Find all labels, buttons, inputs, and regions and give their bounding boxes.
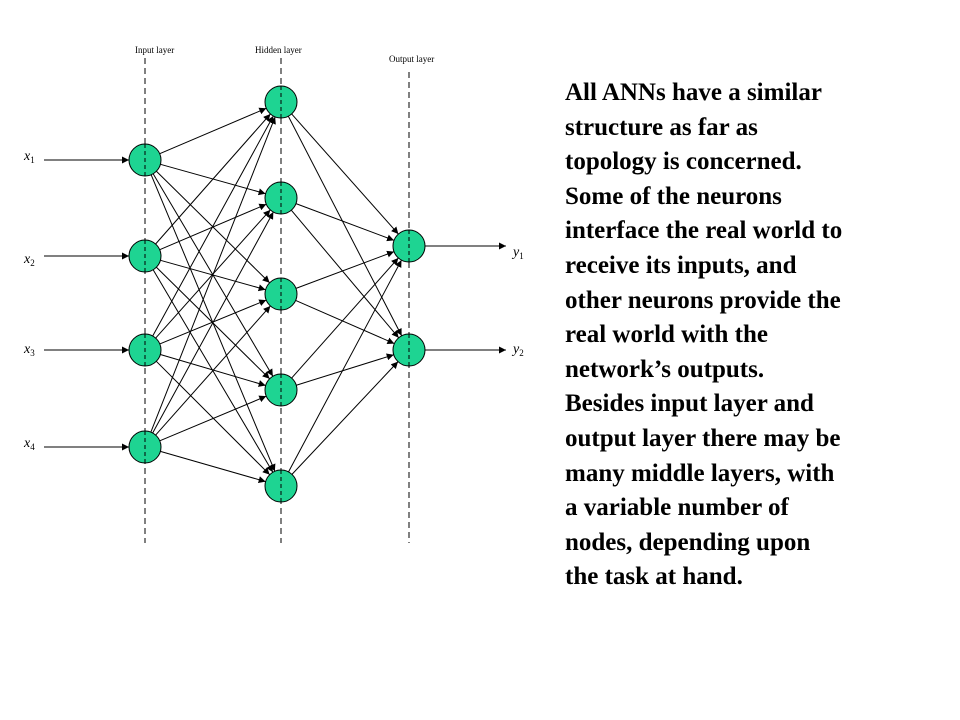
connection-arrow-hidden3-output2 [295,299,395,345]
neuron-nodes [128,85,426,503]
input-label-x4: x4 [23,436,35,452]
connection-arrow-hidden4-output2 [296,353,394,386]
connection-arrow-input4-hidden2 [152,211,274,434]
neural-network-diagram: Input layer Hidden layer Output layer x1… [23,45,524,543]
connection-arrow-hidden1-output1 [291,113,399,235]
input-layer-label: Input layer [135,45,174,55]
connection-arrow-input4-hidden1 [150,116,276,433]
text-line: many middle layers, with [565,459,835,487]
connection-arrow-hidden2-output1 [295,203,395,242]
text-line: Some of the neurons [565,182,782,210]
connection-arrow-hidden1-output2 [287,115,403,337]
connection-arrow-input1-hidden1 [159,107,267,155]
output-label-y1: y1 [511,245,524,261]
connection-arrow-hidden3-output1 [295,250,395,289]
connection-arrow-input3-hidden1 [152,115,274,337]
text-line: real world with the [565,321,768,349]
input-label-x1: x1 [23,149,35,165]
input-label-x3: x3 [23,342,35,358]
text-line: Besides input layer and [565,390,814,418]
input-label-x2: x2 [23,252,35,268]
connection-arrow-hidden5-output2 [291,361,399,475]
text-line: nodes, depending upon [565,528,811,556]
text-line: output layer there may be [565,424,841,452]
text-line: the task at hand. [565,563,743,591]
output-layer-label: Output layer [389,54,434,64]
connection-arrows [44,107,506,484]
text-line: topology is concerned. [565,148,802,176]
text-line: structure as far as [565,113,758,141]
connection-arrow-hidden2-output2 [290,209,400,339]
text-line: network’s outputs. [565,355,765,383]
connection-arrow-input4-hidden5 [160,450,266,484]
text-line: receive its inputs, and [565,251,797,279]
description-text: All ANNs have a similar structure as far… [565,76,945,595]
output-label-y2: y2 [511,342,524,358]
connection-arrow-hidden5-output1 [288,259,402,473]
connection-arrow-input4-hidden3 [155,305,271,436]
connection-arrow-hidden4-output1 [291,257,399,379]
text-line: other neurons provide the [565,286,841,314]
text-line: interface the real world to [565,217,843,245]
connection-arrow-input4-hidden4 [159,395,267,442]
connection-arrow-input2-hidden1 [155,113,271,245]
hidden-layer-label: Hidden layer [255,45,302,55]
text-line: a variable number of [565,494,789,522]
text-line: All ANNs have a similar [565,79,822,106]
